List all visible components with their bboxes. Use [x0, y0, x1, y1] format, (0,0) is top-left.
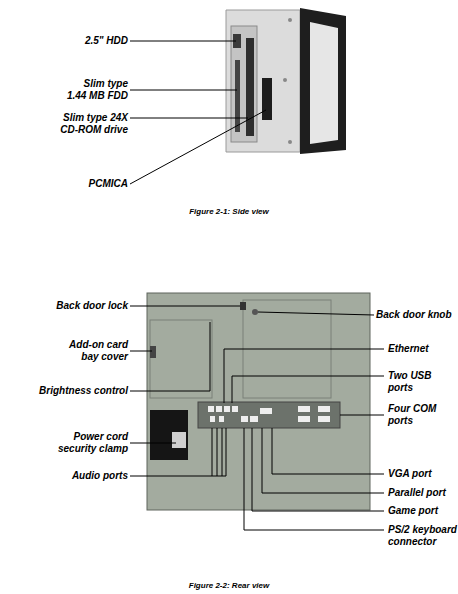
port: [224, 406, 230, 412]
front-bezel: [300, 8, 346, 154]
leader-line: [340, 415, 384, 416]
chassis-side: [226, 10, 300, 152]
figure-caption: Figure 2-2: Rear view: [129, 581, 329, 591]
door-knob: [252, 309, 258, 315]
power-clamp: [172, 432, 186, 448]
port: [210, 416, 215, 422]
port: [298, 416, 310, 422]
power-block: [150, 410, 188, 460]
port: [232, 406, 238, 412]
leader-line: [130, 118, 248, 119]
rear-view-photo: [147, 293, 370, 510]
leader-line: [130, 322, 210, 391]
leader-line: [130, 90, 237, 91]
port: [298, 406, 310, 412]
screw: [288, 140, 292, 144]
port: [260, 408, 272, 414]
leader-line: [130, 110, 266, 184]
port: [318, 406, 330, 412]
drive-bay: [231, 26, 257, 142]
pcmcia-slot: [262, 78, 272, 120]
leader-line: [224, 349, 384, 403]
port: [318, 416, 330, 422]
leader-line: [272, 428, 384, 474]
port: [219, 416, 224, 422]
leader-line: [130, 428, 226, 476]
callout-label: Brightness control: [8, 385, 128, 397]
callout-label: Slim type 1.44 MB FDD: [64, 78, 128, 102]
card-bay-cover: [150, 320, 212, 398]
callout-label: Parallel port: [388, 487, 458, 499]
callout-label: Slim type 24X CD-ROM drive: [56, 112, 128, 136]
callout-label: Four COM ports: [388, 403, 444, 427]
leader-line: [130, 351, 152, 352]
callout-label: PS/2 keyboard connector: [388, 524, 458, 548]
leader-line: [130, 443, 176, 444]
side-view-photo: [226, 8, 346, 154]
screw: [283, 78, 287, 82]
io-panel: [198, 402, 340, 428]
callout-label: Audio ports: [38, 470, 128, 482]
screen-edge: [310, 22, 338, 144]
callout-label: VGA port: [388, 468, 458, 480]
callout-label: Back door lock: [28, 300, 128, 312]
port: [208, 406, 214, 412]
leader-lines: [130, 41, 384, 530]
bay-latch: [150, 346, 156, 358]
fdd-slot: [235, 60, 240, 132]
leader-line: [232, 376, 384, 403]
callout-label: 2.5" HDD: [38, 35, 128, 47]
rear-panel: [147, 293, 370, 510]
leader-line: [252, 428, 384, 511]
leader-line: [130, 41, 236, 42]
port: [216, 406, 222, 412]
port: [250, 416, 258, 422]
callout-label: Add-on card bay cover: [66, 339, 128, 363]
screw: [288, 18, 292, 22]
callout-label: PCMICA: [38, 178, 128, 190]
callout-label: Back door knob: [376, 309, 458, 321]
callout-label: Game port: [388, 505, 458, 517]
leader-line: [258, 312, 374, 315]
callout-label: Two USB ports: [388, 370, 440, 394]
callout-label: Ethernet: [388, 343, 458, 355]
figure-caption: Figure 2-1: Side view: [129, 207, 329, 217]
leader-line: [262, 428, 384, 493]
port: [241, 416, 248, 422]
door-lock: [240, 302, 246, 310]
leader-line: [130, 306, 240, 307]
cdrom-slot: [246, 38, 254, 136]
leader-line: [244, 428, 384, 530]
callout-label: Power cord security clamp: [48, 431, 128, 455]
